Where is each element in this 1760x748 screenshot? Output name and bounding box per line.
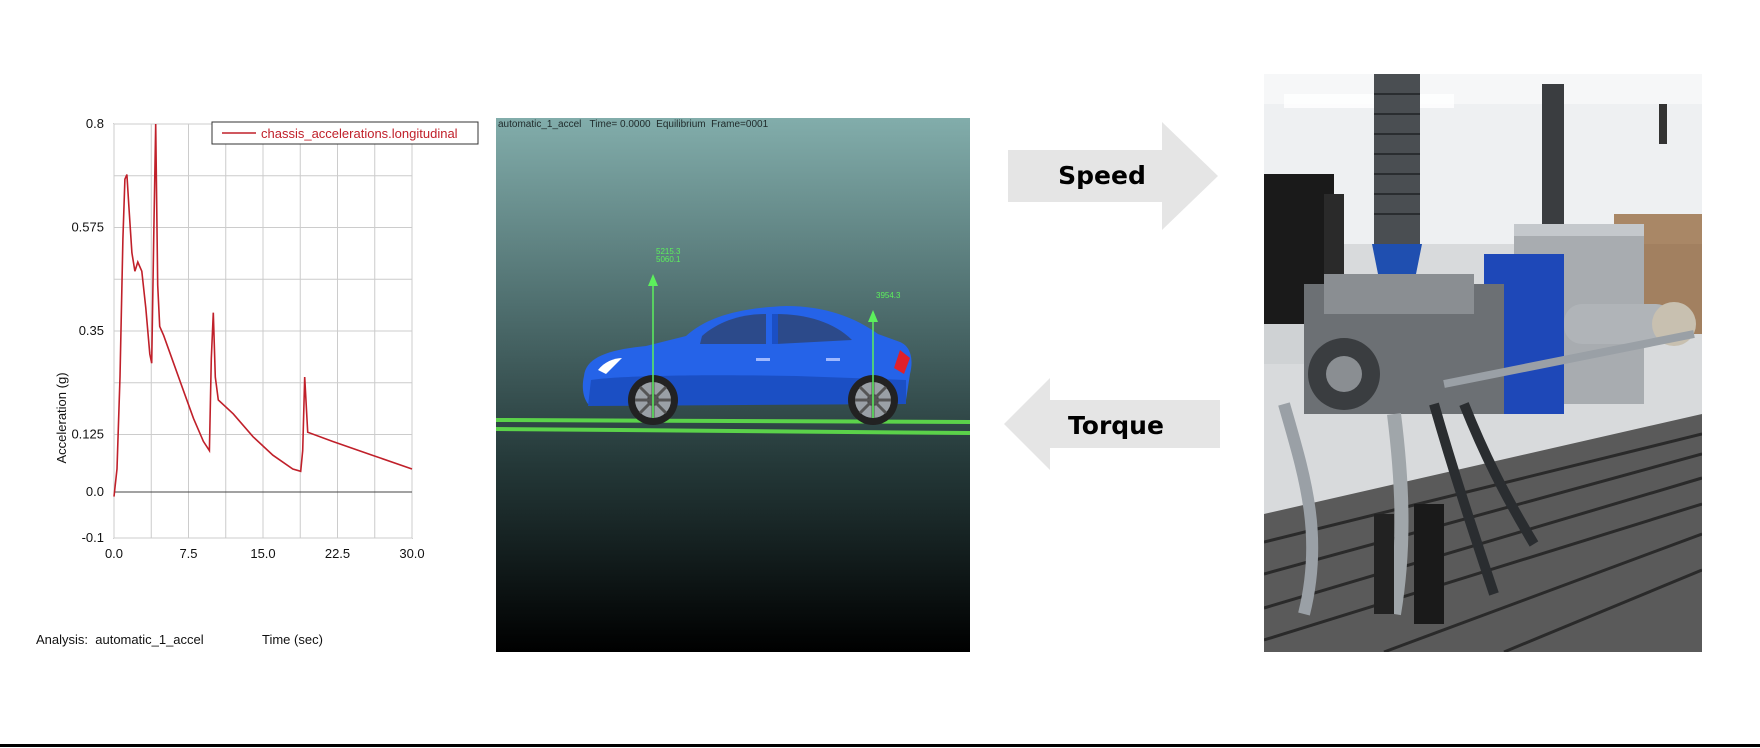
x-tick-label: 7.5 bbox=[179, 546, 197, 561]
y-tick-label: -0.1 bbox=[82, 530, 104, 545]
engine-dynamometer-photo bbox=[1264, 74, 1702, 652]
rear-force-label: 3954.3 bbox=[876, 291, 901, 300]
series-line bbox=[113, 123, 413, 497]
legend-box bbox=[211, 121, 479, 145]
speed-arrow: Speed bbox=[1008, 122, 1218, 230]
vehicle-scene: 5215.3 5060.1 3954.3 bbox=[496, 247, 970, 435]
rear-force-vector: 3954.3 bbox=[868, 291, 901, 418]
torque-label: Torque bbox=[1068, 411, 1164, 440]
simulation-status-text: automatic_1_accel Time= 0.0000 Equilibri… bbox=[498, 119, 769, 130]
y-tick-label: 0.35 bbox=[79, 323, 104, 338]
x-tick-label: 15.0 bbox=[250, 546, 275, 561]
x-tick-label: 22.5 bbox=[325, 546, 350, 561]
dyno-photo-image bbox=[1264, 74, 1702, 652]
y-tick-label: 0.0 bbox=[86, 484, 104, 499]
y-tick-label: 0.8 bbox=[86, 118, 104, 131]
speed-label: Speed bbox=[1058, 161, 1146, 190]
ground-plane bbox=[496, 418, 970, 435]
legend-label: chassis_accelerations.longitudinal bbox=[261, 126, 458, 141]
analysis-label: Analysis: automatic_1_accel bbox=[36, 632, 204, 647]
bottom-divider bbox=[0, 744, 1760, 747]
front-force-vector: 5215.3 5060.1 bbox=[648, 247, 681, 418]
x-tick-label: 30.0 bbox=[399, 546, 424, 561]
torque-arrow: Torque bbox=[1004, 378, 1220, 470]
front-force-label-bottom: 5060.1 bbox=[656, 255, 681, 264]
y-tick-label: 0.125 bbox=[71, 427, 104, 442]
y-axis-title: Acceleration (g) bbox=[54, 372, 69, 463]
front-force-label-top: 5215.3 bbox=[656, 247, 681, 256]
x-axis-title: Time (sec) bbox=[262, 632, 323, 647]
x-tick-label: 0.0 bbox=[105, 546, 123, 561]
vehicle-simulation-viewport[interactable]: automatic_1_accel Time= 0.0000 Equilibri… bbox=[496, 118, 970, 652]
y-tick-label: 0.575 bbox=[71, 220, 104, 235]
